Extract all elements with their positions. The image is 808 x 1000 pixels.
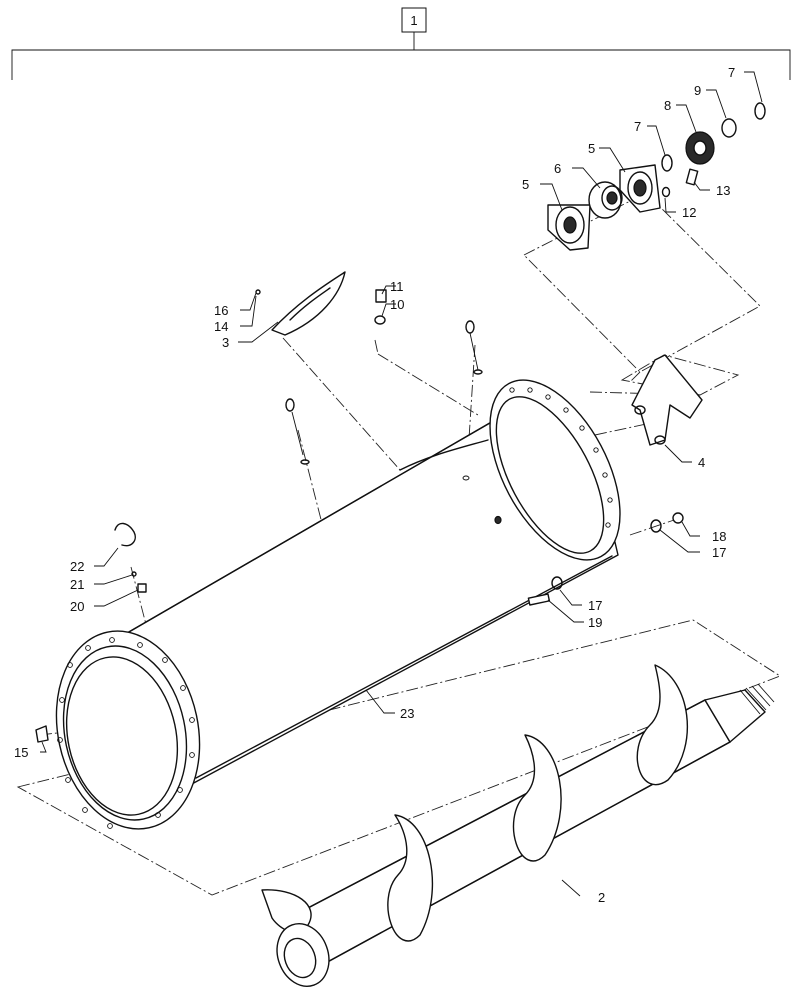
callout-7a: 7 — [634, 119, 641, 134]
callout-20: 20 — [70, 599, 84, 614]
hardware — [35, 289, 684, 743]
callout-7b: 7 — [728, 65, 735, 80]
callout-11: 11 — [390, 279, 404, 294]
callout-17b: 17 — [588, 598, 602, 613]
callout-9: 9 — [694, 83, 701, 98]
callout-10: 10 — [390, 297, 404, 312]
assembly-bracket: 1 — [11, 7, 791, 80]
callout-12: 12 — [682, 205, 696, 220]
leader-lines — [40, 71, 763, 897]
callout-23: 23 — [400, 706, 414, 721]
callout-22: 22 — [70, 559, 84, 574]
mounting-bracket — [631, 354, 703, 446]
callout-3: 3 — [222, 335, 229, 350]
callout-4: 4 — [698, 455, 705, 470]
callout-15: 15 — [14, 745, 28, 760]
callout-16: 16 — [214, 303, 228, 318]
callout-labels: 2 3 4 5 5 6 7 7 8 9 10 11 12 13 14 15 16… — [14, 65, 735, 905]
callout-6: 6 — [554, 161, 561, 176]
callout-5b: 5 — [588, 141, 595, 156]
callout-5a: 5 — [522, 177, 529, 192]
callout-18: 18 — [712, 529, 726, 544]
assembly-label: 1 — [410, 13, 417, 28]
callout-19: 19 — [588, 615, 602, 630]
callout-14: 14 — [214, 319, 228, 334]
callout-13: 13 — [716, 183, 730, 198]
callout-8: 8 — [664, 98, 671, 113]
callout-17a: 17 — [712, 545, 726, 560]
auger — [261, 664, 775, 987]
callout-21: 21 — [70, 577, 84, 592]
inspection-cover — [255, 271, 346, 336]
callout-2: 2 — [598, 890, 605, 905]
auger-tube — [55, 379, 621, 830]
bearing-assembly — [547, 102, 766, 251]
